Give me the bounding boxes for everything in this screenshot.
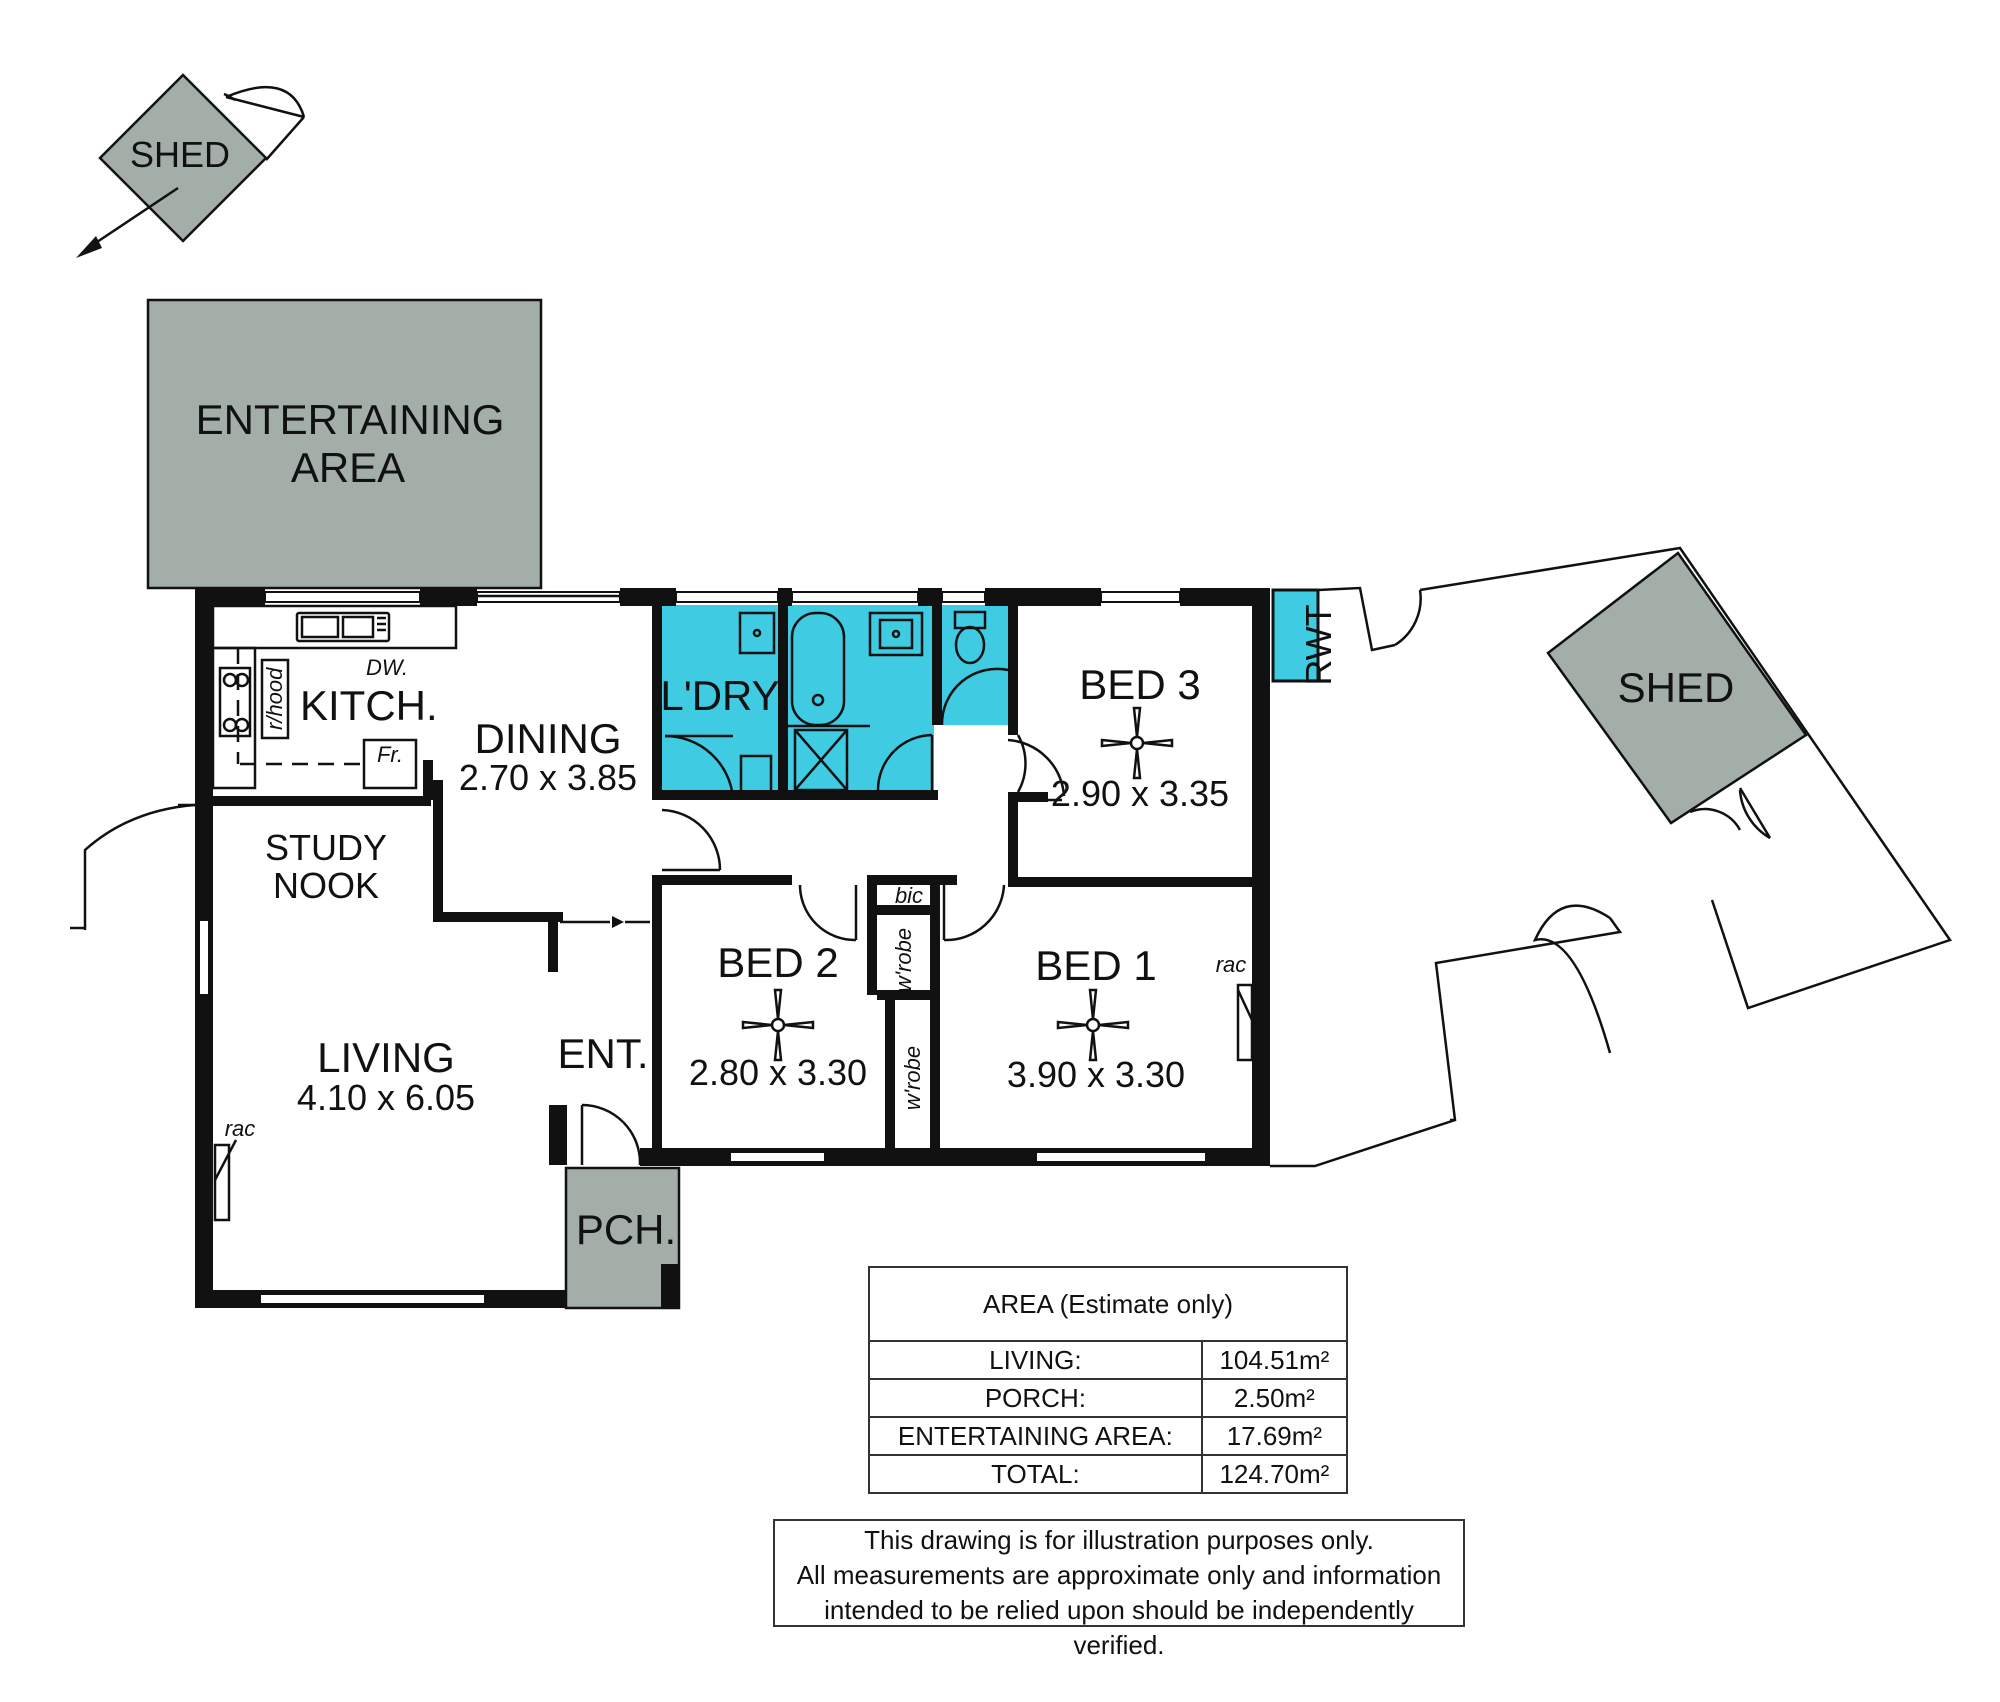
rangehood-label: r/hood [262,667,287,730]
area-value: 124.70m² [1200,1454,1349,1494]
dining-dimensions: 2.70 x 3.85 [459,757,637,798]
rac-bed1-label: rac [1216,952,1247,977]
bed1-label: BED 1 [1035,942,1156,989]
kitchen-label: KITCH. [300,682,438,729]
area-label: LIVING: [868,1340,1203,1380]
bedroom-2: BED 2 2.80 x 3.30 bic w'robe w'robe [689,883,925,1110]
wrobe-upper-label: w'robe [891,928,916,992]
table-row: ENTERTAINING AREA: 17.69m² [868,1416,1349,1456]
rwt-label: RWT [1298,604,1339,685]
ceiling-fan-icon [1100,706,1174,780]
wet-areas [660,588,1320,798]
bed3-label: BED 3 [1079,661,1200,708]
shed-right-label: SHED [1618,664,1735,711]
bed3-dimensions: 2.90 x 3.35 [1051,773,1229,814]
entertaining-label-line2: AREA [291,444,405,491]
study-label-line2: NOOK [273,865,379,906]
entertaining-label-line1: ENTERTAINING [196,396,505,443]
living-label: LIVING [317,1034,455,1081]
shed-top-left: SHED [76,73,306,258]
area-value: 2.50m² [1200,1378,1349,1418]
table-row: TOTAL: 124.70m² [868,1454,1349,1494]
porch-label: PCH. [576,1206,676,1253]
table-row: LIVING: 104.51m² [868,1340,1349,1380]
ceiling-fan-icon [1056,988,1130,1062]
interior-walls [213,600,1264,1165]
hall-doors [70,734,1066,1166]
table-row: PORCH: 2.50m² [868,1378,1349,1418]
laundry-label: L'DRY [660,672,779,719]
wrobe-lower-label: w'robe [900,1046,925,1110]
living-dimensions: 4.10 x 6.05 [297,1077,475,1118]
shed-top-label: SHED [130,134,230,175]
kitchen-fixtures: Fr. DW. r/hood KITCH. [211,604,458,790]
bed2-dimensions: 2.80 x 3.30 [689,1052,867,1093]
area-label: ENTERTAINING AREA: [868,1416,1203,1456]
study-label-line1: STUDY [265,827,387,868]
bed2-label: BED 2 [717,939,838,986]
porch: PCH. [564,1166,681,1310]
area-label: PORCH: [868,1378,1203,1418]
disclaimer-box: This drawing is for illustration purpose… [773,1519,1465,1660]
dining-label: DINING [475,715,622,762]
ceiling-fan-icon [741,988,815,1062]
disclaimer-line: intended to be relied upon should be ind… [824,1595,1414,1660]
area-value: 104.51m² [1200,1340,1349,1380]
entry-label: ENT. [557,1030,648,1077]
wet-area-fixtures: L'DRY RWT [660,604,1339,799]
rac-living-label: rac [225,1116,256,1141]
bedroom-1: BED 1 3.90 x 3.30 rac [1007,942,1254,1095]
area-table: AREA (Estimate only) LIVING: 104.51m² PO… [868,1266,1349,1494]
bedroom-3: BED 3 2.90 x 3.35 [1018,661,1229,814]
area-table-header-row: AREA (Estimate only) [868,1266,1348,1342]
disclaimer-line: All measurements are approximate only an… [796,1560,1442,1590]
area-label: TOTAL: [868,1454,1203,1494]
dining: DINING 2.70 x 3.85 [459,594,637,798]
dishwasher-label: DW. [366,655,408,680]
fridge-label: Fr. [377,742,403,767]
right-yard: SHED [1270,546,1952,1168]
entertaining-area: ENTERTAINING AREA [146,298,543,590]
area-table-header: AREA (Estimate only) [868,1266,1348,1342]
living-study: STUDY NOOK LIVING 4.10 x 6.05 rac ENT. [213,827,649,1222]
area-value: 17.69m² [1200,1416,1349,1456]
disclaimer-line: This drawing is for illustration purpose… [864,1525,1374,1555]
bic-label: bic [895,883,923,908]
